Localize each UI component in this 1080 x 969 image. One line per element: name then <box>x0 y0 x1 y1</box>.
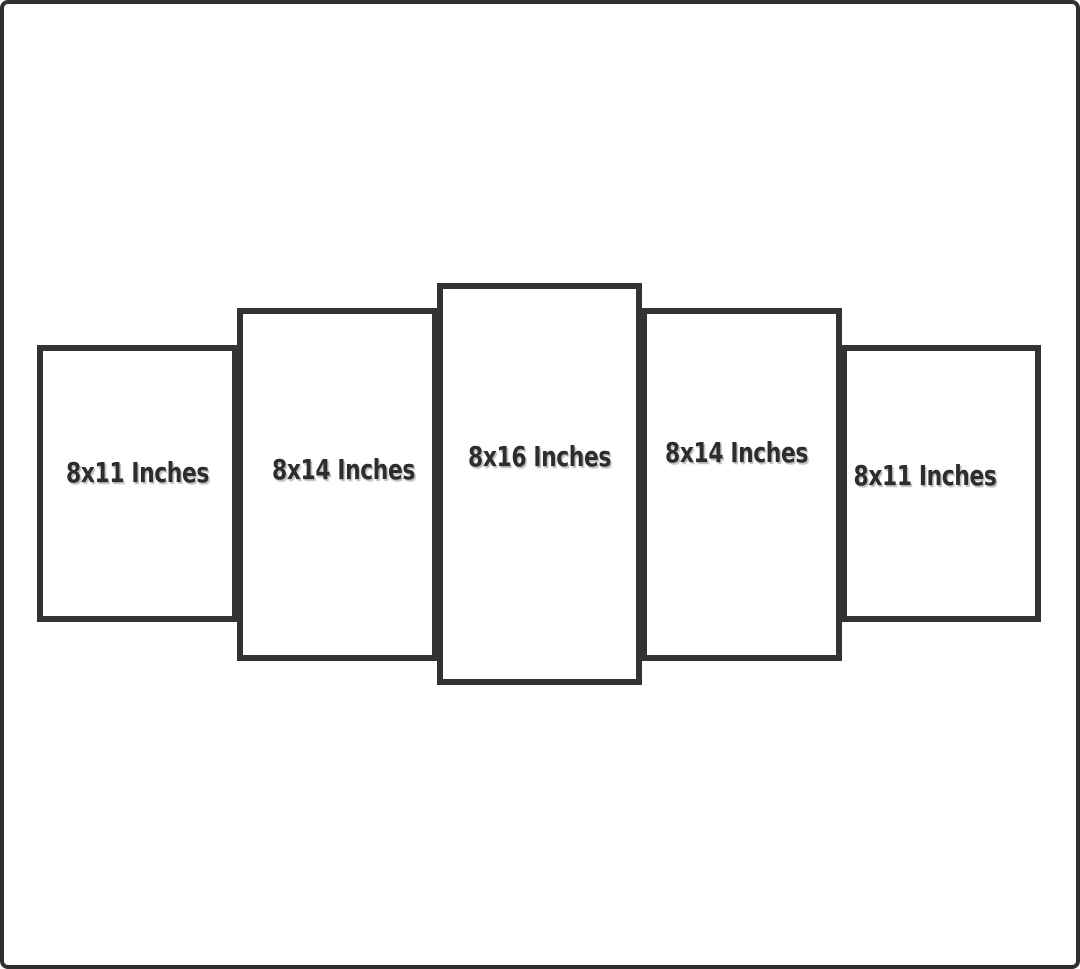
panel-size-label: 8x11 Inches <box>853 459 997 492</box>
panel-8x11-far-left: 8x11 Inches <box>37 345 238 622</box>
panel-8x14-left: 8x14 Inches <box>237 308 438 661</box>
panel-size-label: 8x16 Inches <box>468 440 611 473</box>
panel-8x11-far-right: 8x11 Inches <box>841 345 1041 622</box>
panel-size-label: 8x14 Inches <box>272 453 415 486</box>
panel-size-label: 8x11 Inches <box>66 456 209 489</box>
panel-size-label: 8x14 Inches <box>665 436 808 469</box>
panel-8x16-center: 8x16 Inches <box>437 283 642 685</box>
panel-8x14-right: 8x14 Inches <box>641 308 842 661</box>
